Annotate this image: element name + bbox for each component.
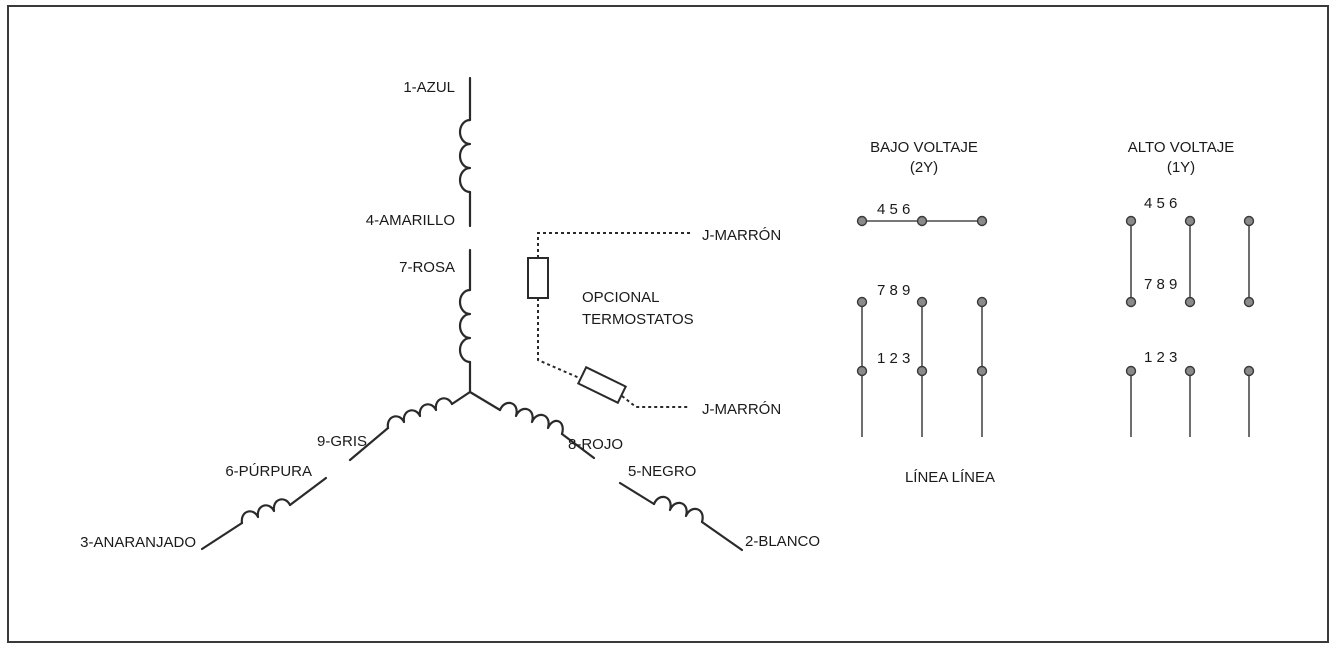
terminal-6	[1243, 215, 1255, 227]
lead-2-label: 2-BLANCO	[745, 533, 820, 550]
thermostat-top	[527, 257, 549, 299]
lead-8-label: 8-ROJO	[568, 436, 623, 453]
lead-7-label: 7-ROSA	[399, 259, 455, 276]
lead-1-label: 1-AZUL	[403, 79, 455, 96]
high-voltage-connection: ALTO VOLTAJE (1Y) 4 5 6 7 8 9 1 2 3	[1125, 139, 1255, 437]
lead-3-label: 3-ANARANJADO	[80, 534, 196, 551]
winding-6-3	[200, 476, 328, 551]
high-voltage-row-456: 4 5 6	[1144, 195, 1177, 212]
high-voltage-row-123: 1 2 3	[1144, 349, 1177, 366]
lead-4-label: 4-AMARILLO	[366, 212, 455, 229]
low-voltage-row-123: 1 2 3	[877, 350, 910, 367]
terminal-1	[1125, 365, 1137, 377]
low-voltage-row-456: 4 5 6	[877, 201, 910, 218]
terminal-7	[856, 296, 868, 308]
terminal-4	[1125, 215, 1137, 227]
low-voltage-subtitle: (2Y)	[910, 159, 938, 176]
terminal-5	[1184, 215, 1196, 227]
terminal-8	[1184, 296, 1196, 308]
thermostat-lead-top-label: J-MARRÓN	[702, 227, 781, 244]
thermostat-label-line2: TERMOSTATOS	[582, 311, 694, 328]
terminal-9	[1243, 296, 1255, 308]
high-voltage-subtitle: (1Y)	[1167, 159, 1195, 176]
terminal-2	[916, 365, 928, 377]
lead-9-label: 9-GRIS	[317, 433, 367, 450]
terminal-3	[976, 365, 988, 377]
winding-1-4	[458, 76, 472, 228]
terminal-3	[1243, 365, 1255, 377]
winding-5-2	[618, 481, 744, 552]
terminal-9	[976, 296, 988, 308]
lead-6-label: 6-PÚRPURA	[225, 463, 312, 480]
low-voltage-row-789: 7 8 9	[877, 282, 910, 299]
terminal-5	[916, 215, 928, 227]
low-voltage-connection: BAJO VOLTAJE (2Y) 4 5 6 7 8 9 1 2 3 LÍNE…	[856, 139, 995, 486]
low-voltage-title: BAJO VOLTAJE	[870, 139, 978, 156]
terminal-7	[1125, 296, 1137, 308]
line-label: LÍNEA LÍNEA	[905, 469, 995, 486]
wye-labels: 1-AZUL 4-AMARILLO 7-ROSA 9-GRIS 6-PÚRPUR…	[80, 79, 820, 551]
thermostat-lead-bottom-label: J-MARRÓN	[702, 401, 781, 418]
high-voltage-row-789: 7 8 9	[1144, 276, 1177, 293]
high-voltage-title: ALTO VOLTAJE	[1128, 139, 1234, 156]
diagram-frame	[7, 5, 1329, 643]
lead-5-label: 5-NEGRO	[628, 463, 696, 480]
winding-9	[348, 390, 472, 462]
thermostat-circuit: J-MARRÓN J-MARRÓN OPCIONAL TERMOSTATOS	[527, 227, 781, 418]
thermostat-bottom	[576, 365, 628, 405]
terminal-6	[976, 215, 988, 227]
thermostat-label-line1: OPCIONAL	[582, 289, 660, 306]
terminal-1	[856, 365, 868, 377]
winding-7	[458, 248, 472, 394]
winding-8	[468, 390, 596, 460]
wye-windings	[200, 76, 744, 552]
terminal-8	[916, 296, 928, 308]
terminal-4	[856, 215, 868, 227]
terminal-2	[1184, 365, 1196, 377]
